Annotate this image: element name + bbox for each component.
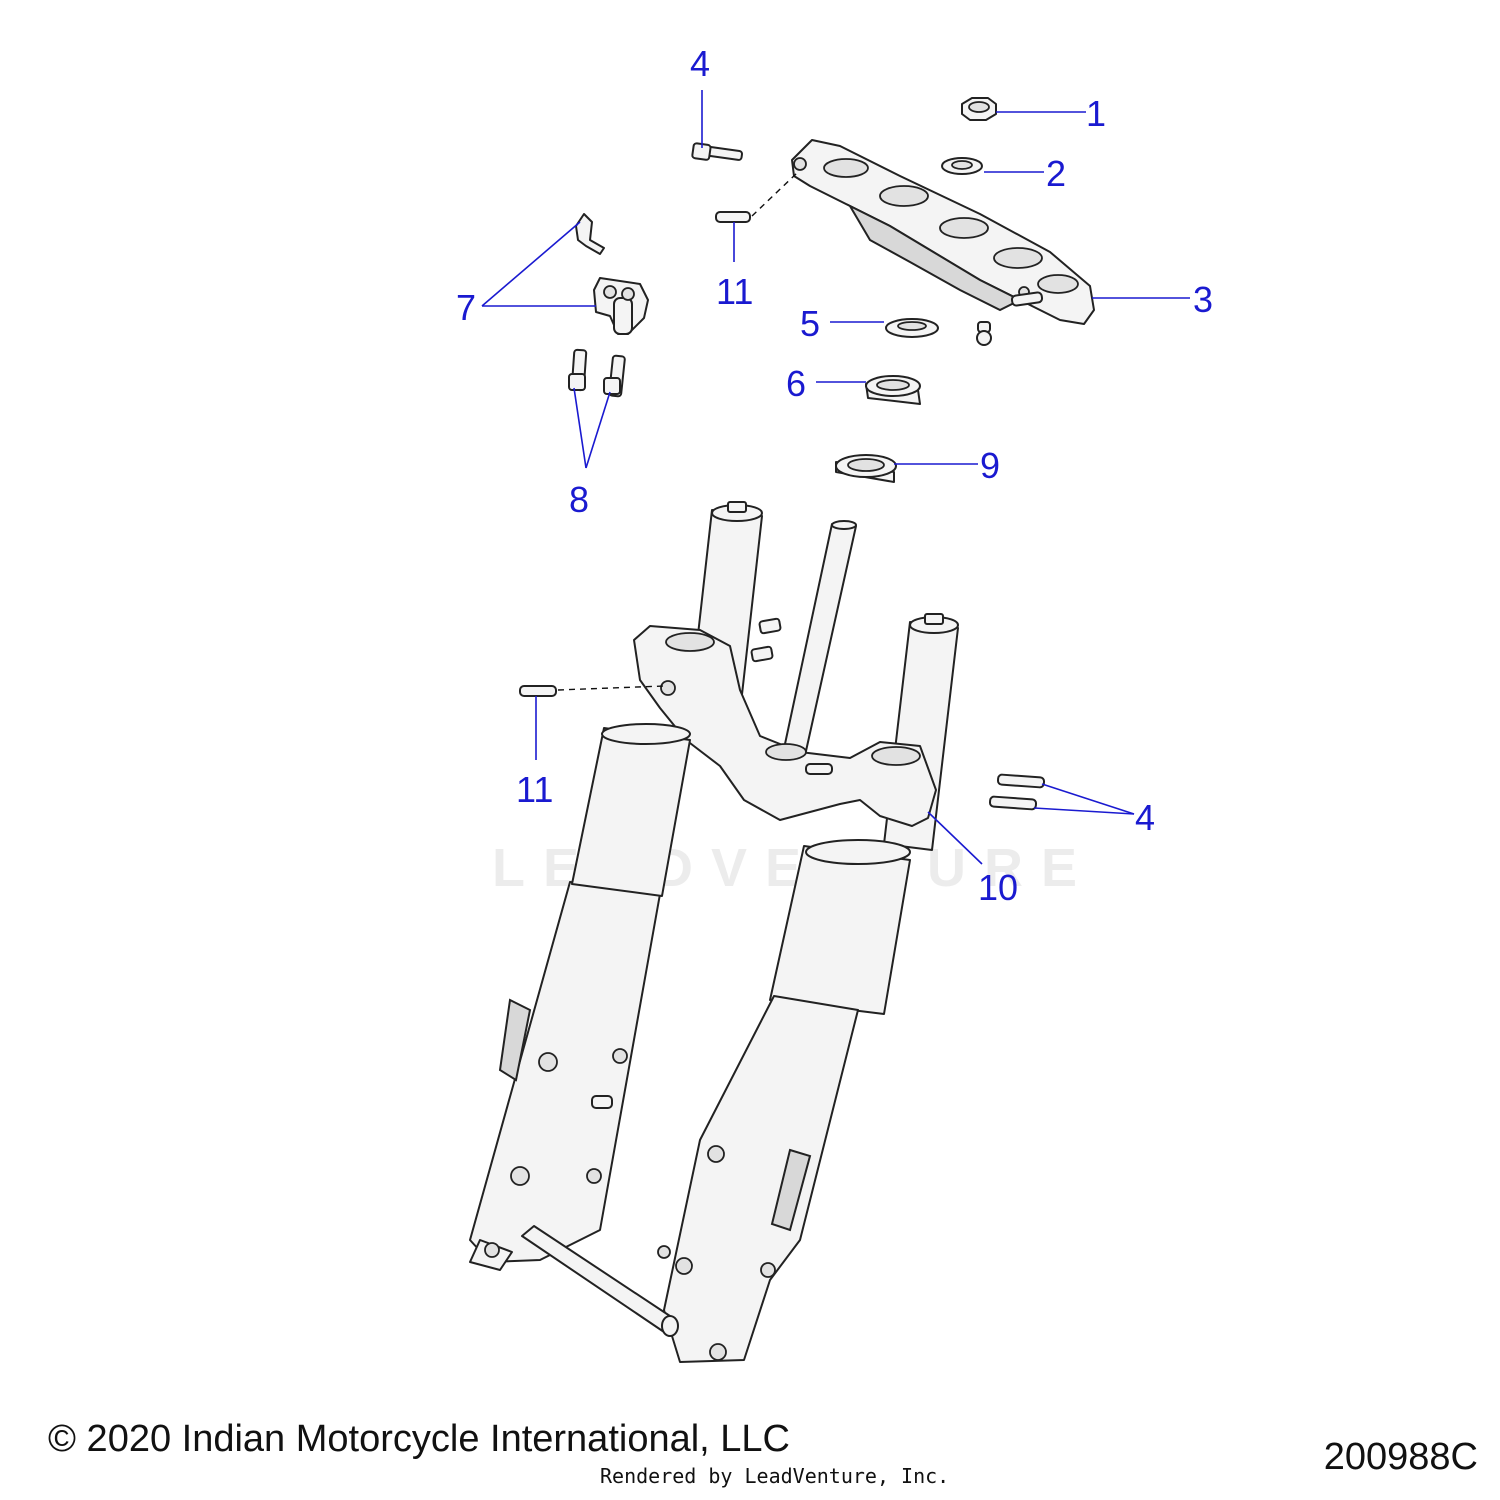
callout-9: 9: [980, 445, 1000, 486]
part-fork-slider-left[interactable]: [469, 881, 661, 1271]
part-washer[interactable]: [941, 157, 983, 175]
callout-3: 3: [1193, 279, 1213, 320]
callout-8: 8: [569, 479, 589, 520]
dowel-alignment-line-top: [751, 171, 799, 217]
callout-7: 7: [456, 287, 476, 328]
rendered-by-credit: Rendered by LeadVenture, Inc.: [600, 1464, 950, 1488]
callout-4-top: 4: [690, 43, 710, 84]
part-seal[interactable]: [865, 375, 921, 405]
part-dowel-pin-lower[interactable]: [519, 685, 557, 697]
callout-2: 2: [1046, 153, 1066, 194]
part-fork-leg-left[interactable]: [571, 723, 691, 897]
part-clamp-bolts[interactable]: [750, 617, 782, 663]
callout-5: 5: [800, 303, 820, 344]
part-bearing[interactable]: [835, 454, 897, 483]
part-split-ring[interactable]: [885, 318, 939, 338]
part-fork-leg-right[interactable]: [769, 839, 911, 1015]
dowel-alignment-line-lower: [557, 685, 665, 691]
callout-4-right: 4: [1135, 797, 1155, 838]
part-dowel-pin-top[interactable]: [715, 211, 751, 223]
part-handlebar-clamp[interactable]: [593, 277, 649, 335]
part-fork-slider-right[interactable]: [657, 995, 859, 1363]
part-nut[interactable]: [961, 97, 997, 121]
callout-1: 1: [1086, 93, 1106, 134]
part-bolts-right[interactable]: [988, 773, 1046, 811]
copyright-notice: © 2020 Indian Motorcycle International, …: [48, 1418, 790, 1460]
callout-labels: 1 2 3 4 5 6 7 8 9 10 11 11 4: [456, 43, 1213, 908]
part-bolt-top[interactable]: [691, 142, 744, 161]
part-clip[interactable]: [575, 213, 605, 255]
callout-11-lower: 11: [516, 769, 553, 810]
part-small-screw[interactable]: [976, 321, 992, 346]
part-steering-stem[interactable]: [781, 520, 857, 761]
part-axle[interactable]: [521, 1225, 679, 1337]
drawing-number: 200988C: [1323, 1436, 1478, 1478]
part-upper-triple-clamp[interactable]: [791, 139, 1095, 325]
callout-6: 6: [786, 363, 806, 404]
callout-10: 10: [978, 867, 1018, 908]
callout-11-top: 11: [716, 271, 753, 312]
part-lower-triple-clamp[interactable]: [633, 625, 937, 827]
part-bolts-pair[interactable]: [568, 348, 626, 398]
leader-lines: [481, 90, 1190, 865]
